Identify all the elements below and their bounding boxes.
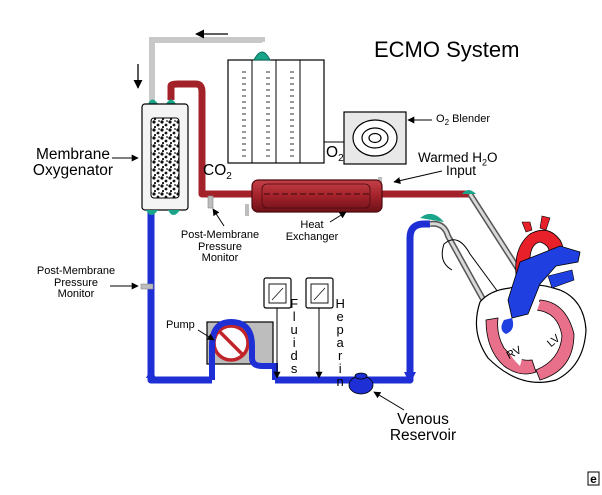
warmed-h2o-sub: 2 bbox=[482, 157, 488, 168]
fluids-bag bbox=[263, 277, 292, 379]
post-membrane-lower-line2: Pressure bbox=[53, 276, 99, 289]
o2-blender-suffix: Blender bbox=[449, 113, 490, 125]
heat-exchanger-line2: Exchanger bbox=[285, 230, 339, 243]
venous-cannula bbox=[420, 213, 503, 332]
upper-monitor-port bbox=[207, 195, 214, 209]
flow-arrow-up bbox=[146, 368, 156, 378]
heat-exchanger bbox=[251, 179, 383, 213]
diagram-title: ECMO System bbox=[374, 37, 520, 62]
venous-reservoir bbox=[348, 372, 374, 395]
post-membrane-upper-line3: Monitor bbox=[201, 252, 239, 265]
post-membrane-monitor-lower-label: Post-Membrane Pressure Monitor bbox=[30, 265, 122, 301]
heat-exchanger-label: Heat Exchanger bbox=[282, 219, 342, 243]
flow-meter bbox=[227, 51, 325, 164]
post-membrane-upper-line1: Post-Membrane bbox=[180, 229, 260, 241]
venous-reservoir-line1: Venous bbox=[397, 411, 449, 428]
heparin-bag bbox=[305, 277, 334, 379]
venous-line bbox=[147, 210, 430, 384]
heparin-label: Heparin bbox=[332, 296, 348, 387]
post-membrane-upper-line2: Pressure bbox=[197, 240, 243, 253]
arterial-cannula bbox=[462, 190, 523, 274]
membrane-oxygenator-line1: Membrane bbox=[35, 146, 111, 163]
o2-blender-sub: 2 bbox=[444, 118, 450, 128]
fluids-label: Fluids bbox=[286, 296, 302, 374]
arterial-line bbox=[167, 80, 470, 198]
o2-label: O2 bbox=[326, 144, 344, 165]
input-label: Input bbox=[446, 163, 477, 178]
svg-text:e: e bbox=[590, 472, 597, 486]
o2-blender bbox=[324, 111, 407, 165]
heart bbox=[441, 215, 587, 383]
warmed-h2o-label: Warmed H2O bbox=[418, 150, 498, 168]
pump bbox=[206, 318, 278, 380]
membrane-oxygenator-label: Membrane Oxygenator bbox=[28, 146, 118, 180]
post-membrane-lower-line3: Monitor bbox=[57, 288, 95, 301]
warmed-h2o-prefix: Warmed H bbox=[418, 150, 483, 165]
lower-monitor-port bbox=[140, 283, 154, 290]
membrane-oxygenator-line2: Oxygenator bbox=[32, 162, 114, 180]
warmed-h2o-suffix: O bbox=[487, 150, 498, 165]
co2-text: CO bbox=[203, 162, 227, 179]
o2-text: O bbox=[326, 144, 339, 161]
post-membrane-lower-line1: Post-Membrane bbox=[36, 265, 116, 277]
heat-exchanger-line1: Heat bbox=[300, 219, 324, 231]
venous-reservoir-line2: Reservoir bbox=[389, 427, 457, 445]
membrane-oxygenator bbox=[141, 99, 189, 215]
co2-label: CO2 bbox=[203, 162, 232, 183]
hx-port-left bbox=[245, 204, 249, 216]
co2-sub: 2 bbox=[226, 171, 232, 183]
gas-line bbox=[149, 37, 265, 104]
annotation-arrows bbox=[110, 29, 443, 411]
o2-blender-prefix: O bbox=[436, 113, 445, 125]
o2-blender-label: O2 Blender bbox=[436, 113, 490, 128]
flow-arrow-down bbox=[404, 372, 416, 384]
post-membrane-monitor-upper-label: Post-Membrane Pressure Monitor bbox=[168, 229, 272, 265]
venous-reservoir-label: Venous Reservoir bbox=[378, 411, 468, 445]
pump-label: Pump bbox=[166, 319, 195, 331]
e-logo-icon: e bbox=[587, 471, 600, 486]
o2-sub: 2 bbox=[338, 153, 344, 165]
